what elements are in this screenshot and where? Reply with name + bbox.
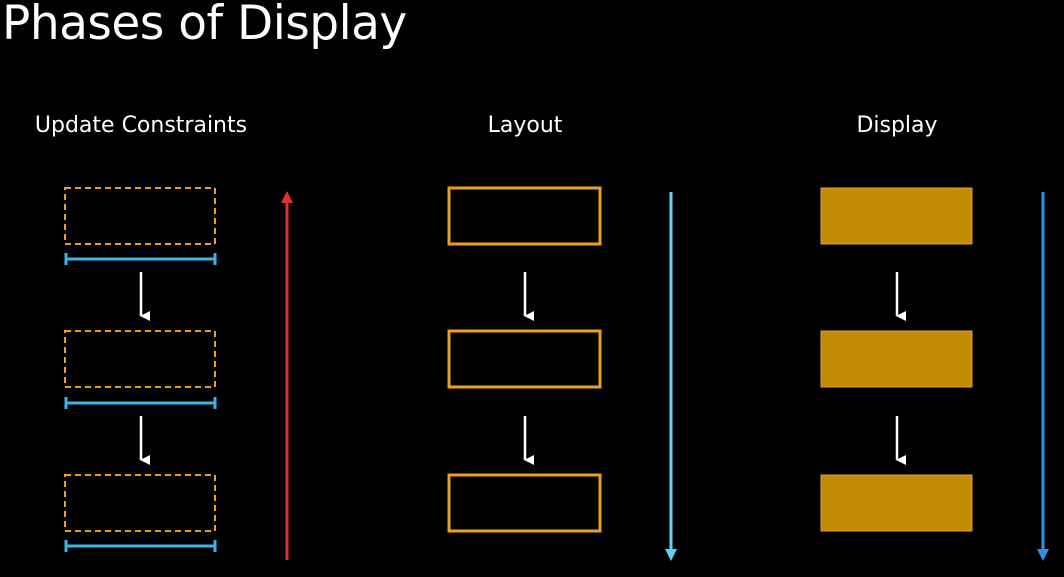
display-box-2 — [820, 330, 973, 388]
display-column — [820, 187, 1049, 561]
layout-column — [447, 186, 677, 561]
constraints-box-1 — [64, 187, 216, 245]
downward-pass-arrow-icon — [665, 192, 677, 561]
display-box-3 — [820, 474, 973, 532]
heading-layout: Layout — [487, 113, 563, 138]
display-box-1 — [820, 187, 973, 245]
constraint-bar-2 — [64, 397, 217, 409]
constraint-bar-3 — [64, 540, 217, 552]
upward-pass-arrow-icon — [281, 191, 293, 560]
layout-box-1 — [447, 186, 602, 246]
layout-box-2 — [447, 329, 602, 389]
downward-pass-arrow-icon — [1037, 192, 1049, 561]
constraints-box-3 — [64, 474, 216, 532]
page-title: Phases of Display — [2, 0, 407, 51]
heading-update-constraints: Update Constraints — [34, 113, 248, 138]
constraint-bar-1 — [64, 253, 217, 265]
update-constraints-column — [64, 187, 293, 560]
layout-box-3 — [447, 473, 602, 533]
heading-display: Display — [856, 113, 938, 138]
constraints-box-2 — [64, 330, 216, 388]
